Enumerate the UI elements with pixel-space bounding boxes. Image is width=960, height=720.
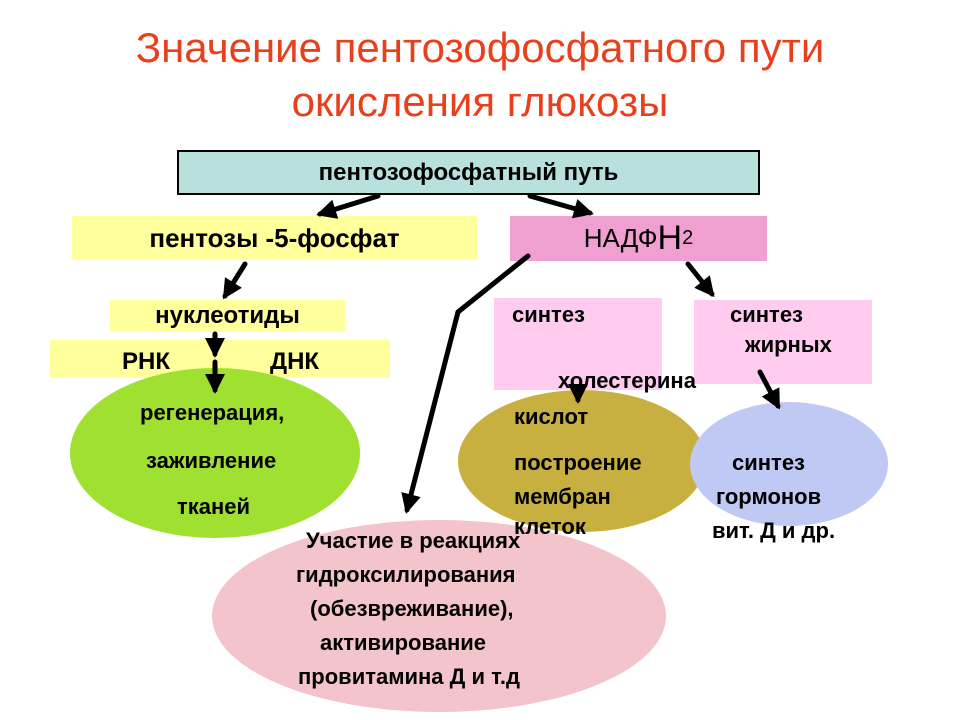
hydroxylation-line4: активирование	[320, 630, 486, 655]
pentose-phosphate-pathway-label: пентозофосфатный путь	[318, 158, 619, 186]
membranes-line1: построение	[514, 450, 642, 475]
arrow-nadph-line	[455, 253, 531, 315]
dna-label: ДНК	[270, 348, 320, 375]
hormones-line3: вит. Д и др.	[712, 518, 836, 543]
hydroxylation-line3: (обезвреживание),	[310, 596, 514, 621]
nucleotides-box: нуклеотиды	[110, 300, 345, 332]
regeneration-line2: заживление	[146, 448, 277, 473]
page-title-line1: Значение пентозофосфатного пути	[135, 24, 825, 71]
membranes-line3: клеток	[514, 514, 586, 539]
cholesterol-synthesis-box	[494, 298, 662, 390]
membranes-line2: мембран	[514, 484, 611, 509]
pentose-phosphate-box: пентозы -5-фосфат	[72, 216, 477, 260]
rna-label: РНК	[122, 348, 170, 375]
nucleotides-label: нуклеотиды	[155, 302, 300, 329]
page-title-line2: окисления глюкозы	[291, 78, 669, 125]
pentose-phosphate-label: пентозы -5-фосфат	[149, 222, 400, 253]
cholesterol-synthesis-line1: синтез	[512, 302, 585, 327]
nadph-subscript: 2	[682, 227, 694, 249]
arrow-to-fatty	[685, 261, 715, 298]
fatty-synthesis-line3: кислот	[514, 404, 589, 429]
arrow-to-nucleotides	[222, 261, 248, 300]
nadph-h: Н	[657, 219, 683, 257]
arrow-to-hydroxylation	[401, 309, 461, 514]
hydroxylation-line2: гидроксилирования	[296, 562, 516, 587]
hormones-ellipse	[690, 402, 888, 526]
membranes-ellipse	[458, 390, 706, 532]
fatty-synthesis-box	[694, 300, 872, 384]
arrow-to-nadph	[527, 193, 594, 219]
hydroxylation-ellipse	[212, 520, 666, 712]
arrow-to-pentose	[316, 193, 381, 219]
fatty-synthesis-line2: жирных	[745, 332, 832, 357]
nadph-label: НАДФ	[583, 223, 658, 253]
regeneration-ellipse	[70, 368, 360, 538]
regeneration-line1: регенерация,	[140, 400, 285, 425]
regeneration-line3: тканей	[177, 494, 251, 519]
hydroxylation-line1: Участие в реакциях	[306, 528, 521, 553]
hydroxylation-line5: провитамина Д и т.д	[298, 664, 520, 689]
hormones-line2: гормонов	[716, 484, 822, 509]
arrow-to-hormones	[757, 369, 781, 410]
pentose-phosphate-pathway-box: пентозофосфатный путь	[177, 150, 760, 195]
fatty-synthesis-line1: синтез	[730, 302, 803, 327]
hormones-line1: синтез	[732, 450, 805, 475]
